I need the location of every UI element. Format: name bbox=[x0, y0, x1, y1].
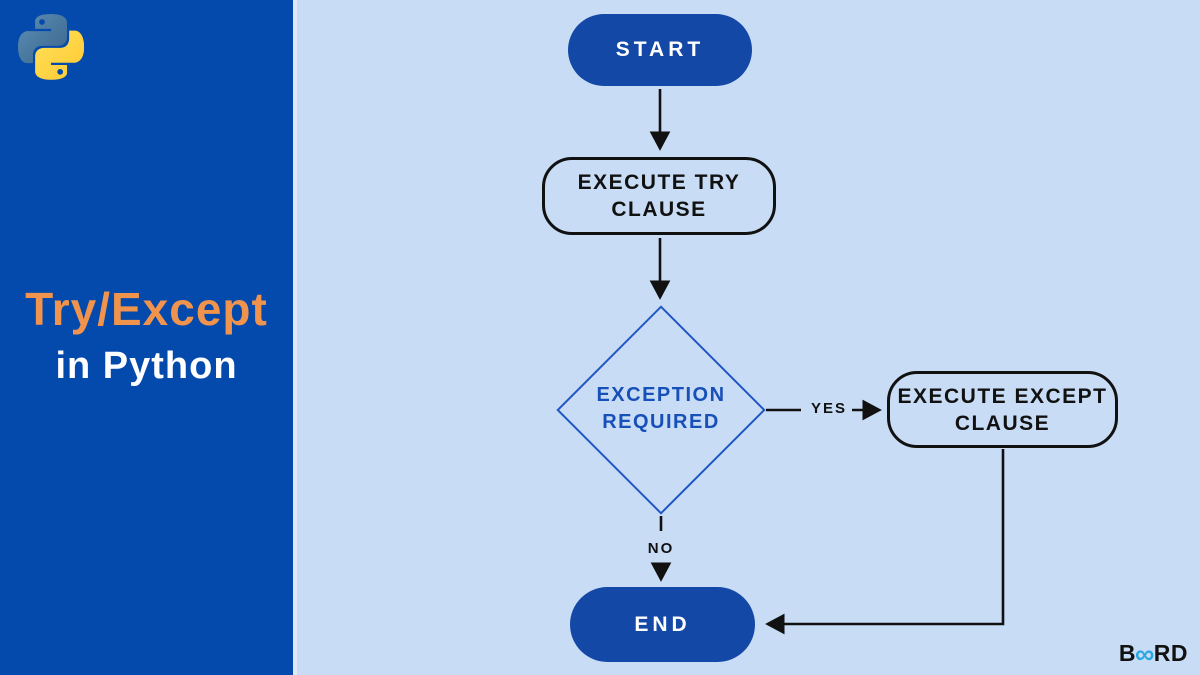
except-node-label-line2: CLAUSE bbox=[954, 411, 1051, 435]
flowchart-except-node: EXECUTE EXCEPT CLAUSE bbox=[887, 371, 1118, 448]
connector-except-to-end bbox=[765, 449, 1005, 635]
board-logo-rd: RD bbox=[1153, 640, 1188, 666]
except-node-label: EXECUTE EXCEPT CLAUSE bbox=[897, 383, 1107, 437]
flowchart-try-node: EXECUTE TRY CLAUSE bbox=[542, 157, 776, 235]
try-node-label: EXECUTE TRY CLAUSE bbox=[578, 169, 741, 223]
try-node-label-line1: EXECUTE TRY bbox=[577, 171, 741, 194]
python-logo-icon bbox=[18, 14, 84, 80]
flowchart-start-node: START bbox=[568, 14, 752, 86]
flowchart-end-node: END bbox=[570, 587, 755, 662]
sidebar: Try/Except in Python bbox=[0, 0, 297, 675]
no-branch-label: NO bbox=[647, 540, 675, 557]
page-title-line1: Try/Except bbox=[25, 283, 268, 335]
board-logo: B ∞ RD bbox=[1119, 640, 1188, 667]
try-node-label-line2: CLAUSE bbox=[611, 198, 707, 221]
yes-branch-label: YES bbox=[810, 400, 847, 417]
page-title: Try/Except in Python bbox=[0, 283, 293, 389]
decision-label-line1: EXCEPTION bbox=[596, 384, 726, 406]
board-logo-infinity-icon: ∞ bbox=[1135, 638, 1155, 669]
decision-label-line2: REQUIRED bbox=[602, 411, 720, 433]
decision-node-label: EXCEPTION REQUIRED bbox=[551, 382, 771, 436]
except-node-label-line1: EXECUTE EXCEPT bbox=[897, 384, 1108, 408]
board-logo-b: B bbox=[1118, 640, 1137, 666]
page-title-line2: in Python bbox=[55, 345, 238, 387]
